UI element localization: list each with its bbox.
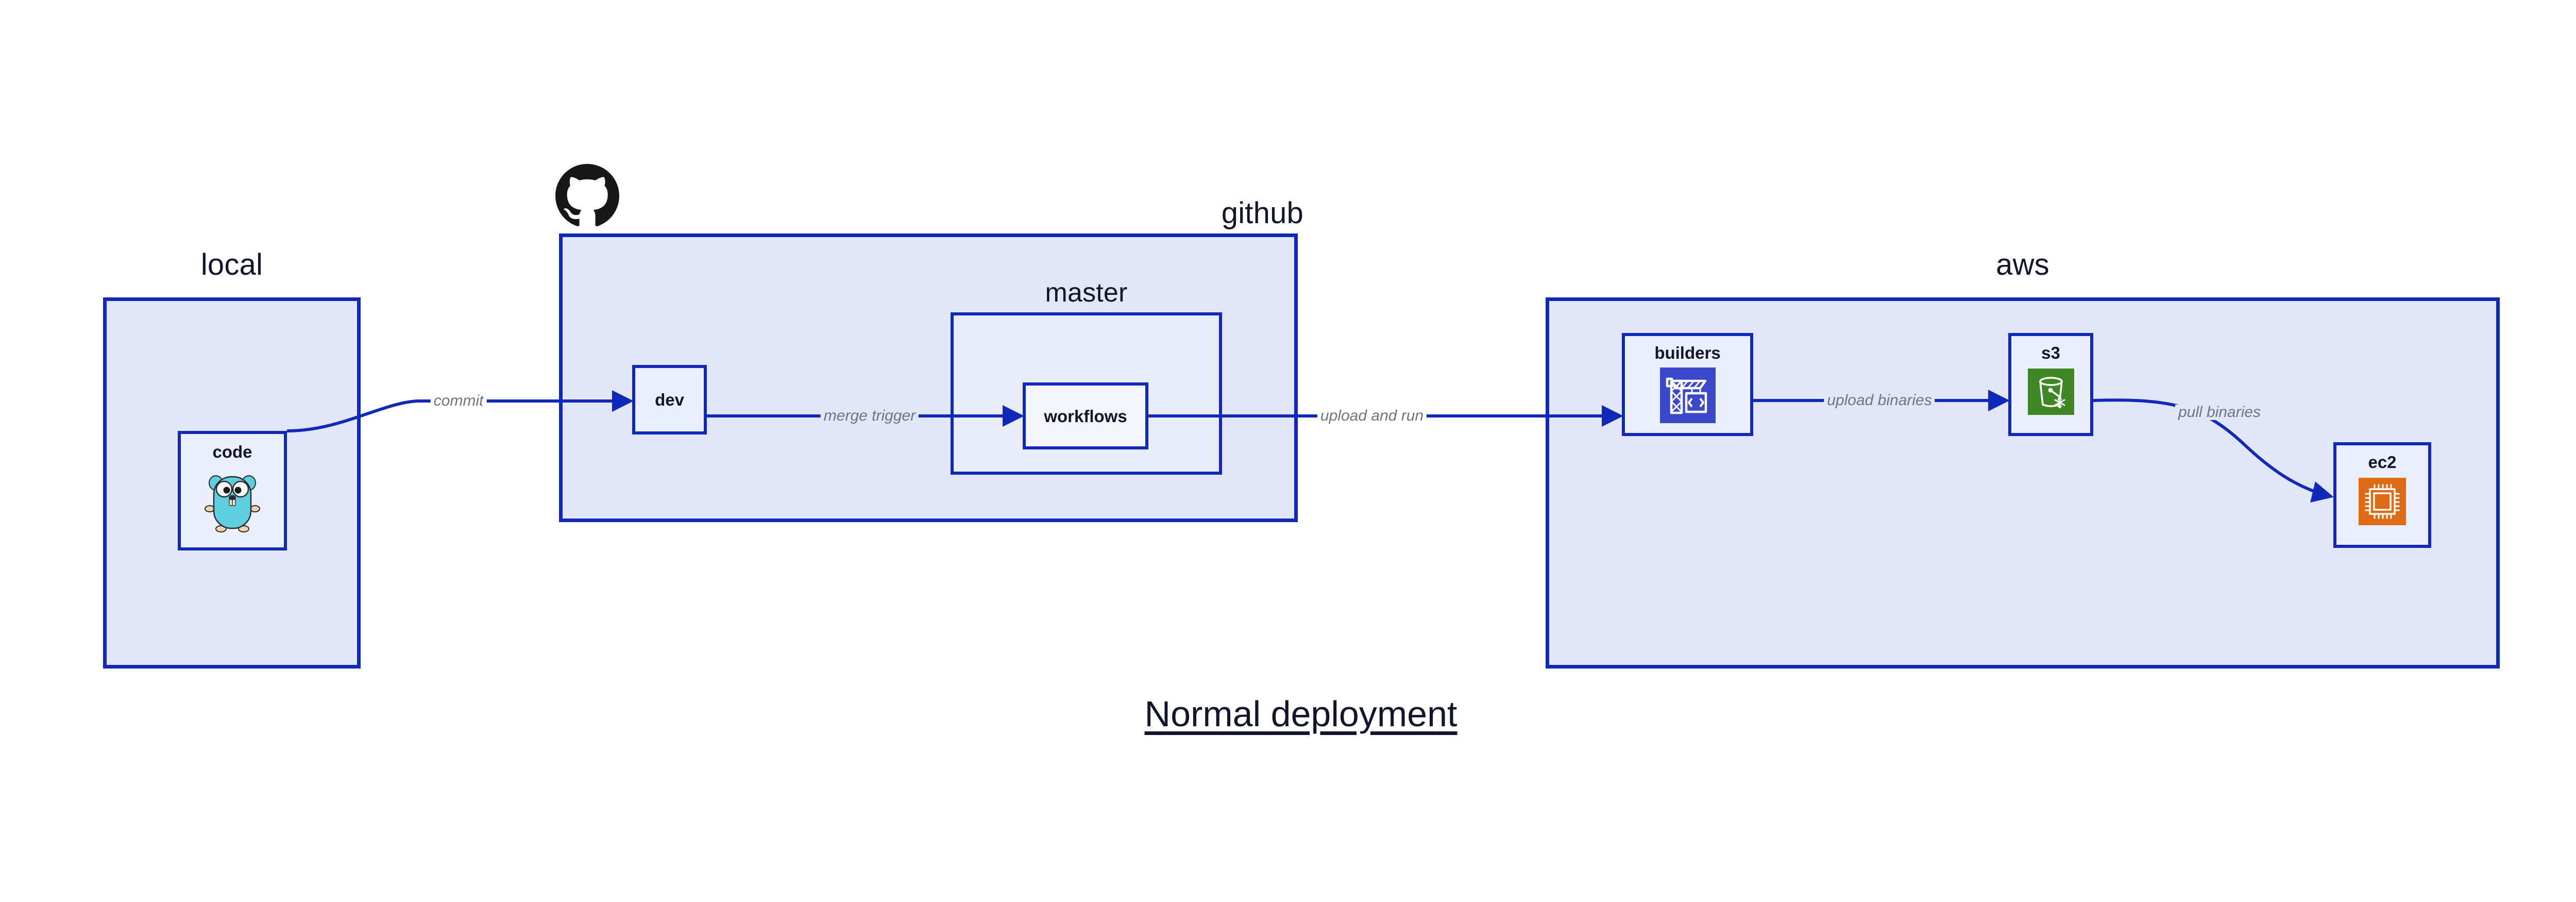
github-octocat-logo: [555, 164, 619, 230]
group-label-local: local: [200, 248, 263, 281]
group-label-aws: aws: [1996, 248, 2049, 281]
group-label-master: master: [1045, 278, 1128, 308]
node-label-ec2: ec2: [2368, 453, 2397, 472]
node-builders[interactable]: builders: [1622, 333, 1753, 436]
node-dev[interactable]: dev: [632, 365, 707, 435]
edge-label-merge-trigger: merge trigger: [820, 408, 919, 424]
edge-label-commit: commit: [430, 393, 487, 409]
group-label-github: github: [1221, 196, 1303, 230]
node-ec2[interactable]: ec2: [2333, 442, 2431, 548]
node-label-s3: s3: [2041, 343, 2060, 362]
node-label-workflows: workflows: [1044, 406, 1127, 426]
node-workflows[interactable]: workflows: [1023, 382, 1148, 449]
node-s3[interactable]: s3: [2008, 333, 2093, 436]
aws-codebuild-icon: [1659, 368, 1716, 426]
node-label-code: code: [212, 442, 252, 461]
aws-ec2-chip-icon: [2359, 478, 2406, 528]
go-gopher-icon: [202, 467, 262, 535]
diagram-caption: Normal deployment: [1144, 694, 1458, 734]
edge-label-pull-binaries: pull binaries: [2175, 405, 2264, 420]
edge-label-upload-and-run: upload and run: [1317, 408, 1427, 424]
node-label-builders: builders: [1654, 343, 1721, 362]
node-label-dev: dev: [655, 390, 684, 409]
aws-s3-bucket-icon: [2027, 369, 2074, 417]
edge-label-upload-binaries: upload binaries: [1824, 393, 1935, 408]
node-code[interactable]: code: [178, 431, 287, 550]
